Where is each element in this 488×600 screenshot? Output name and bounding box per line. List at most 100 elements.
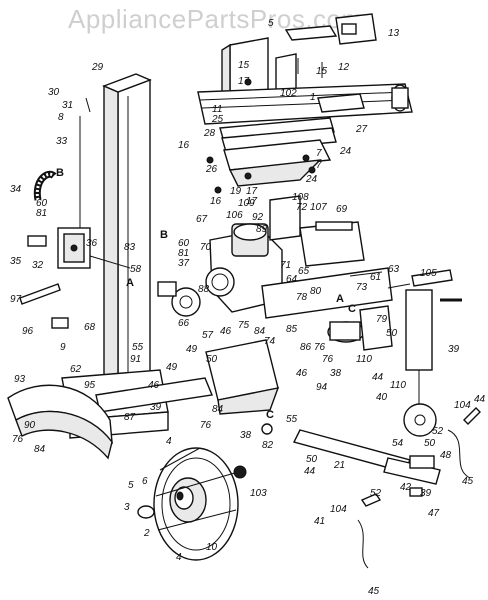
callout-c76a: 76 [314, 342, 326, 353]
callout-c50b: 50 [386, 328, 398, 339]
callout-c105: 105 [420, 268, 437, 279]
callout-c73: 73 [356, 282, 368, 293]
callout-c60b: 60 [178, 238, 190, 249]
callout-c47: 47 [428, 508, 440, 519]
callout-c16a: 16 [178, 140, 190, 151]
callout-c8: 8 [58, 112, 64, 123]
callout-cA2: A [336, 293, 344, 305]
callout-c84b: 84 [34, 444, 46, 455]
callout-c50c: 50 [424, 438, 436, 449]
callout-c49b: 49 [166, 362, 178, 373]
beam-bolts [206, 58, 323, 194]
callout-c9: 9 [60, 342, 66, 353]
callout-cB1: B [56, 167, 64, 179]
callout-c31: 31 [62, 100, 73, 111]
callout-c96: 96 [22, 326, 34, 337]
callout-c95: 95 [84, 380, 96, 391]
callout-c12: 12 [338, 62, 350, 73]
callout-cC1: C [266, 409, 274, 421]
callout-c7a: 7 [316, 148, 322, 159]
callout-c85: 85 [286, 324, 298, 335]
callout-c57: 57 [202, 330, 214, 341]
tow-tongue [292, 429, 441, 485]
callout-c50d: 50 [306, 454, 318, 465]
callout-c13: 13 [388, 28, 400, 39]
callout-c26: 26 [205, 164, 218, 175]
callout-c16b: 16 [210, 196, 222, 207]
callout-c30: 30 [48, 87, 60, 98]
callout-c46c: 46 [296, 368, 308, 379]
cylinder [261, 267, 411, 351]
callout-c92: 92 [252, 212, 264, 223]
callout-c1: 1 [310, 92, 316, 103]
engine [205, 195, 365, 313]
callout-c107: 107 [310, 202, 327, 213]
callout-c42: 42 [400, 482, 412, 493]
callout-c49a: 49 [186, 344, 198, 355]
callout-c97: 97 [10, 294, 22, 305]
callout-c48: 48 [440, 450, 452, 461]
pump-mount [205, 339, 280, 415]
callout-c55b: 55 [286, 414, 298, 425]
callout-c44a: 44 [372, 372, 384, 383]
callout-c40: 40 [376, 392, 388, 403]
callout-c38a: 38 [240, 430, 252, 441]
callout-c74: 74 [264, 336, 276, 347]
callout-c60a: 60 [36, 198, 48, 209]
control-valve [27, 227, 131, 269]
callout-c44c: 44 [304, 466, 316, 477]
callout-c82: 82 [262, 440, 274, 451]
beam-assembly [197, 13, 413, 187]
callout-c66: 66 [178, 318, 190, 329]
callout-c102: 102 [280, 88, 297, 99]
callout-c39c: 39 [420, 488, 432, 499]
callout-c38b: 38 [330, 368, 342, 379]
callout-c46a: 46 [220, 326, 232, 337]
callout-c15a: 15 [238, 60, 250, 71]
callout-c87: 87 [124, 412, 136, 423]
callout-c17b: 17 [246, 186, 258, 197]
callout-c7b: 7 [316, 160, 322, 171]
callout-c84c: 84 [212, 404, 224, 415]
callout-c86: 86 [300, 342, 312, 353]
callout-c79: 79 [376, 314, 388, 325]
callout-c94: 94 [316, 382, 328, 393]
callout-c89: 89 [256, 224, 268, 235]
wheel [153, 447, 239, 561]
callout-c32: 32 [32, 260, 44, 271]
callout-c81b: 81 [178, 248, 189, 259]
callout-c39a: 39 [448, 344, 460, 355]
callout-c76c: 76 [12, 434, 24, 445]
callout-c108: 108 [292, 192, 309, 203]
callout-c5b: 5 [128, 480, 134, 491]
small-parts [137, 407, 481, 569]
callout-cB2: B [160, 229, 168, 241]
callout-c27: 27 [355, 124, 368, 135]
callout-c83: 83 [124, 242, 136, 253]
callout-c67: 67 [196, 214, 208, 225]
callout-c4a: 4 [166, 436, 172, 447]
filter-housing [157, 281, 201, 317]
callout-c52b: 52 [370, 488, 382, 499]
callout-c46b: 46 [148, 380, 160, 391]
callout-c45b: 45 [368, 586, 380, 597]
callout-c62: 62 [70, 364, 82, 375]
callout-c33: 33 [56, 136, 68, 147]
callout-c54: 54 [392, 438, 404, 449]
callout-c72: 72 [296, 202, 308, 213]
callout-c68: 68 [84, 322, 96, 333]
callout-c17c: 17 [246, 196, 258, 207]
callout-c63: 63 [388, 264, 400, 275]
callout-c69: 69 [336, 204, 348, 215]
callout-c103: 103 [250, 488, 267, 499]
callout-c28: 28 [203, 128, 216, 139]
callout-c110a: 110 [356, 354, 372, 365]
callout-c109: 109 [238, 198, 255, 209]
callout-c21: 21 [333, 460, 345, 471]
callout-c52a: 52 [432, 426, 444, 437]
callout-c24b: 24 [305, 174, 318, 185]
callout-c2: 2 [143, 528, 150, 539]
callout-c80: 80 [310, 286, 322, 297]
callout-c35: 35 [10, 256, 22, 267]
